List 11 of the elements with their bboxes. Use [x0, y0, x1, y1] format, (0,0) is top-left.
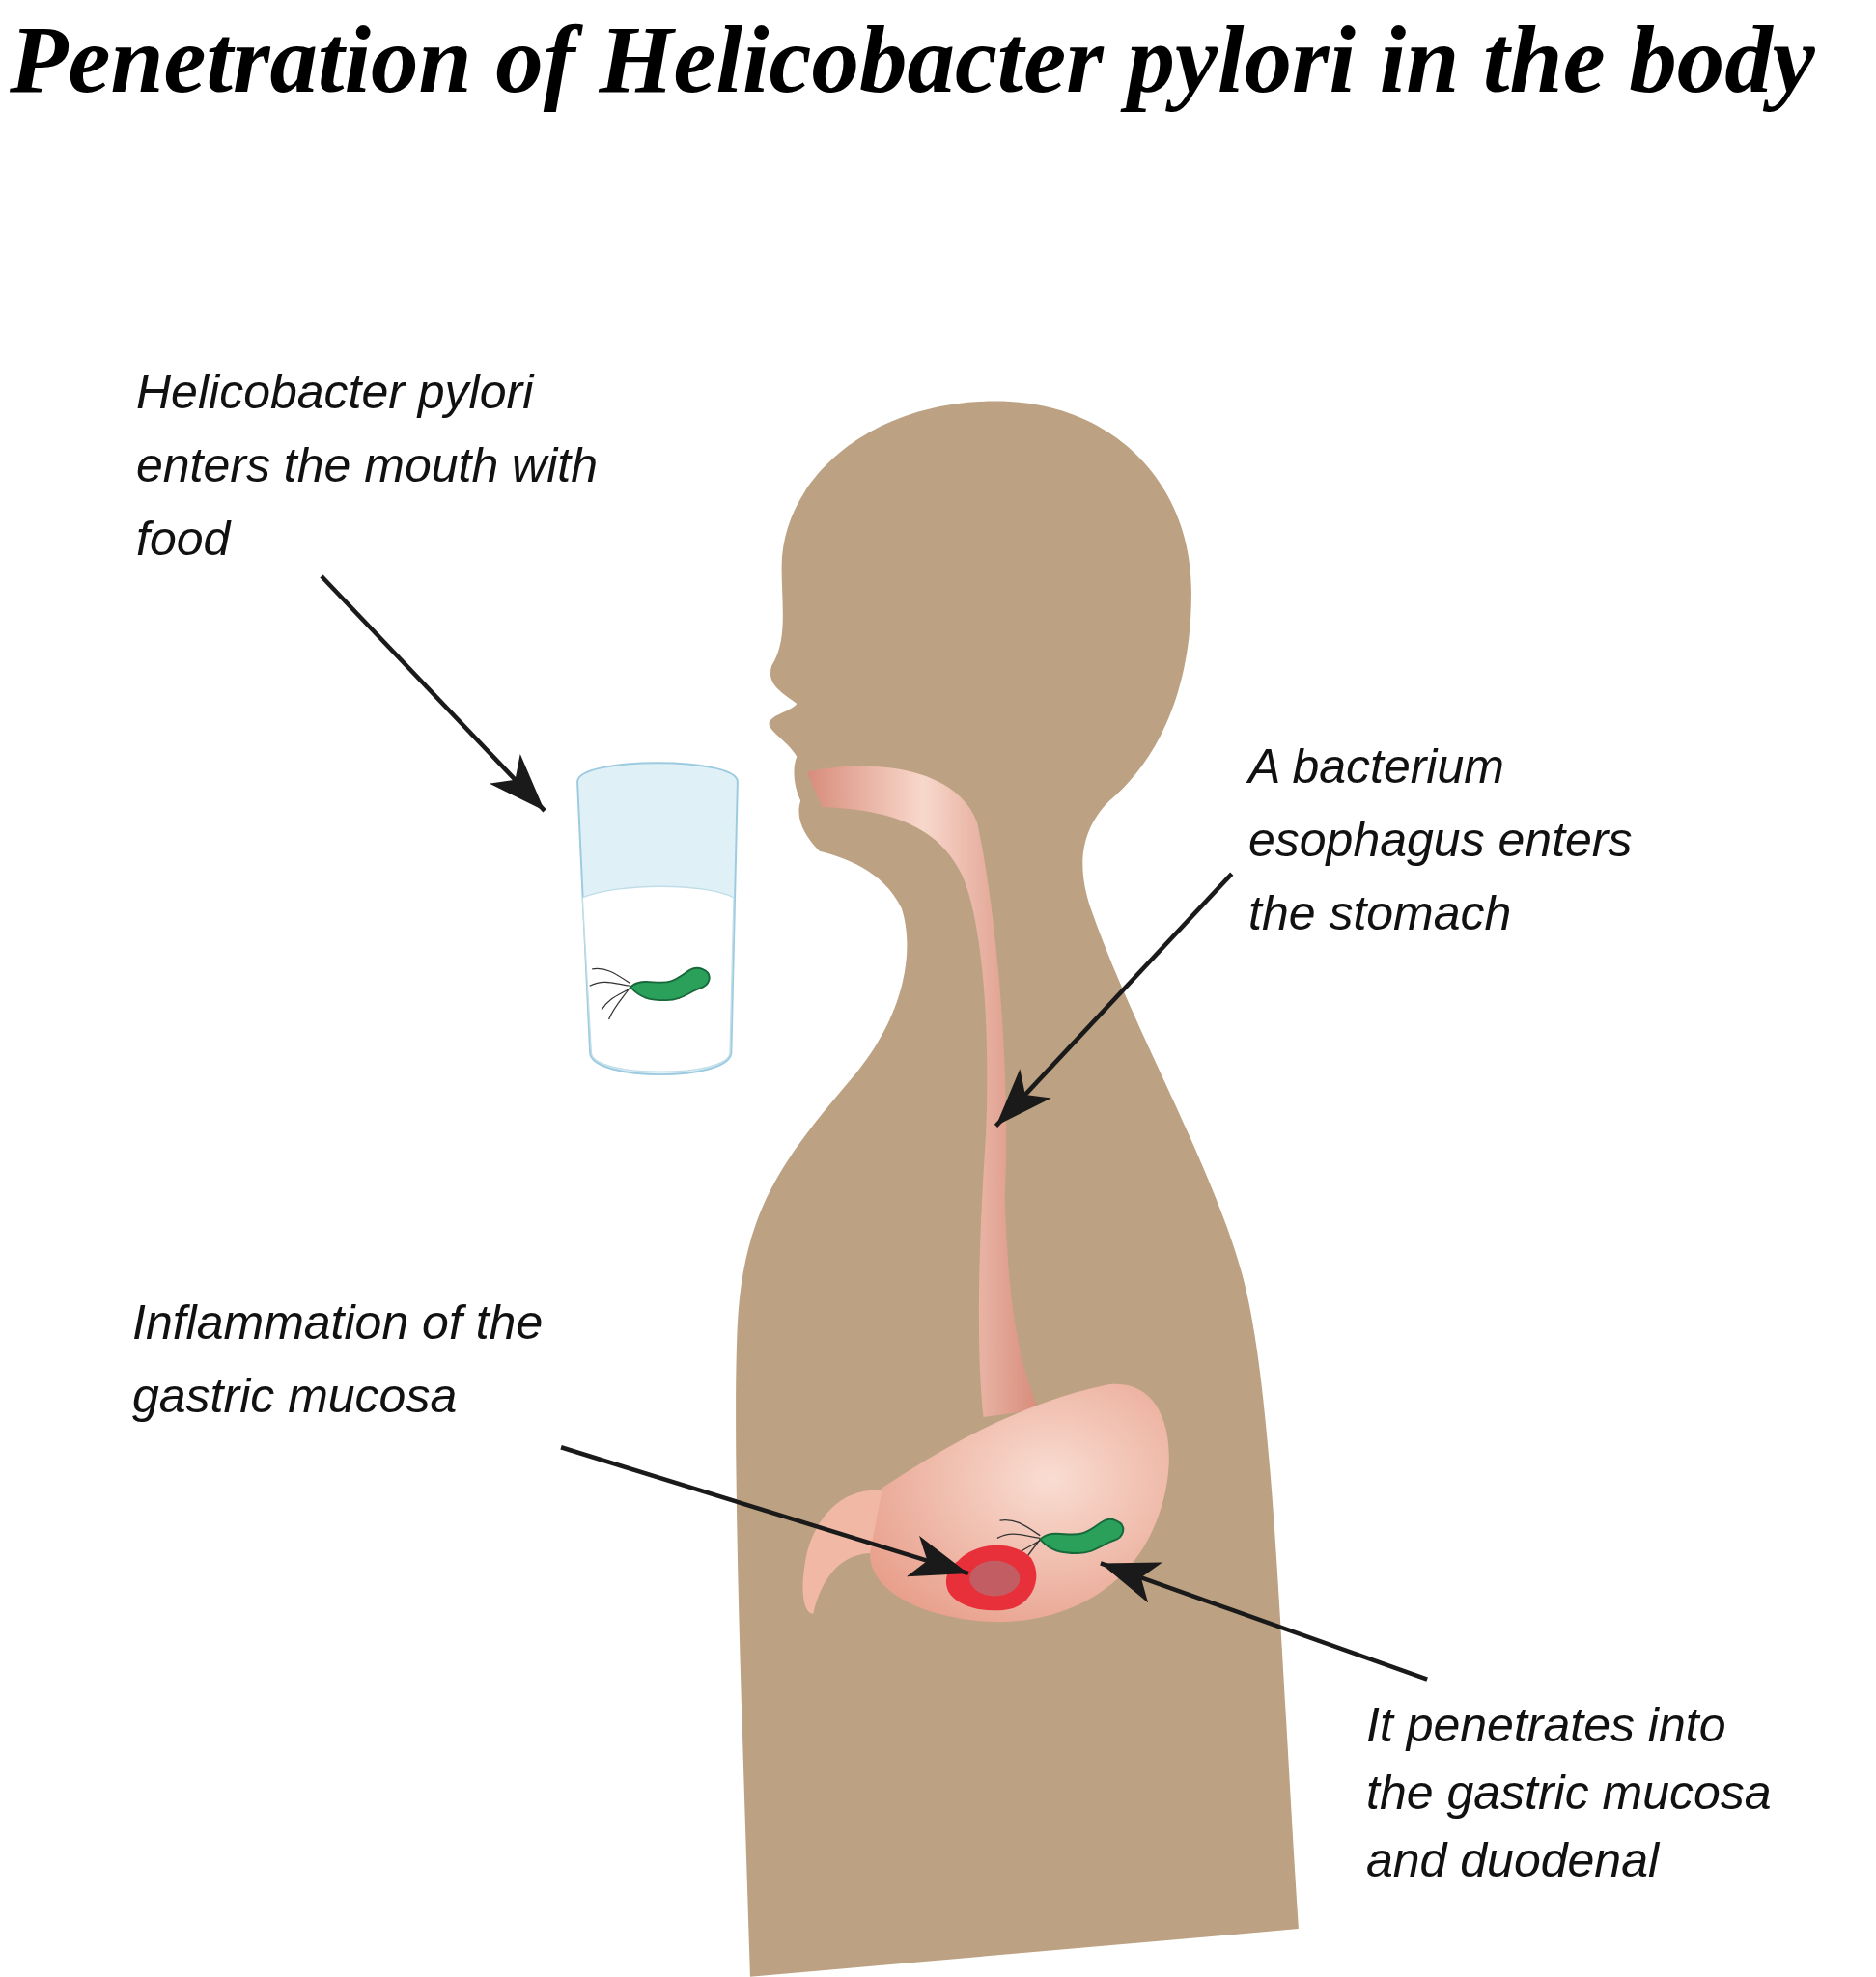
arrow: [1100, 1561, 1428, 1682]
callout-text: It penetrates into the gastric mucosa and duodenal: [1366, 1697, 1772, 1889]
inflammation-spot: [945, 1545, 1037, 1611]
arrow: [560, 1445, 969, 1577]
stomach-drawing: [802, 1384, 1169, 1623]
arrow: [994, 872, 1234, 1128]
title: Penetration of Helicobacter pylori in the body: [10, 6, 1816, 114]
glass-of-water-drawing: [576, 762, 739, 1076]
callout-text: Helicobacter pylori enters the mouth with food: [136, 364, 600, 568]
callout-text: Inflammation of the gastric mucosa: [132, 1295, 545, 1425]
arrow: [320, 574, 546, 813]
